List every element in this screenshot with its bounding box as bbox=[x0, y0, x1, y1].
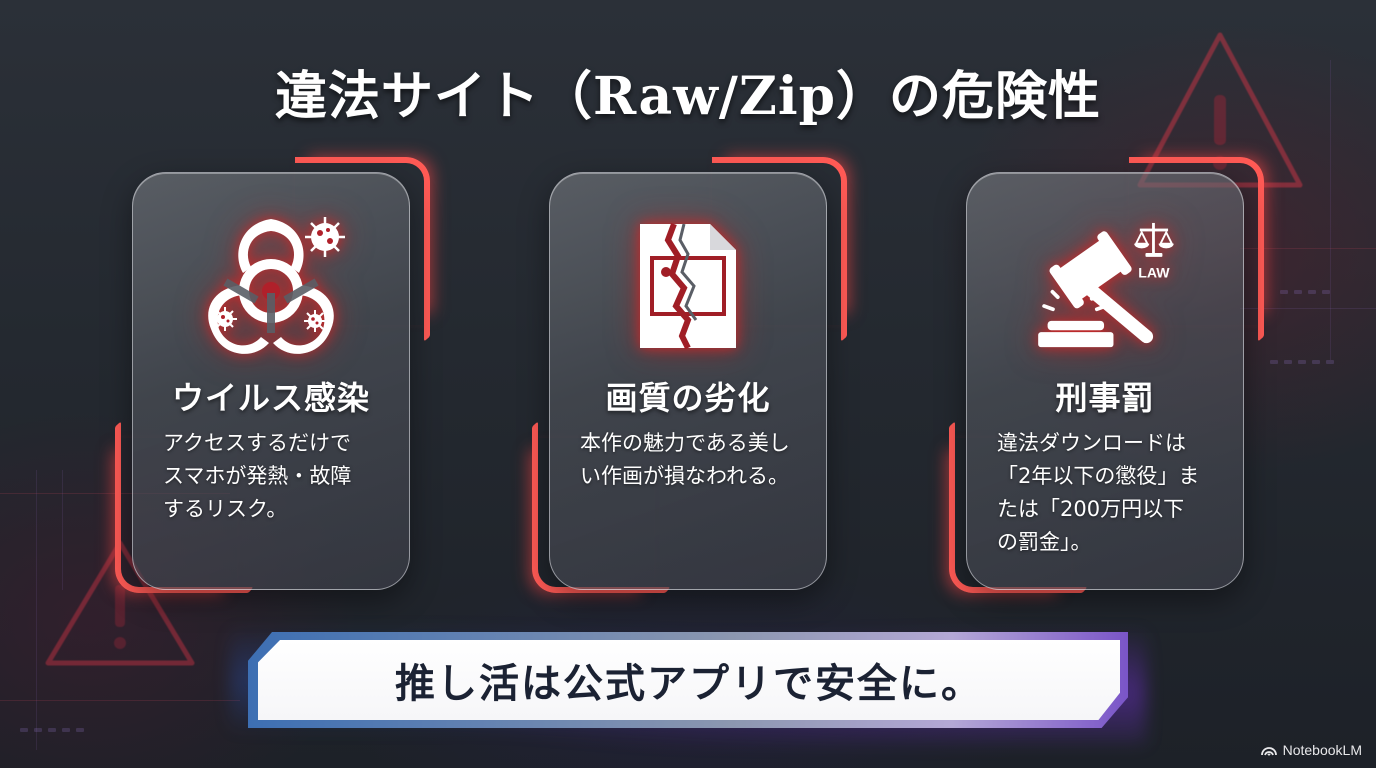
card-bracket-decor bbox=[115, 438, 237, 593]
card-panel: LAW 刑事罰 違法ダウンロードは 「2年以下の懲役」ま たは「200万円以下 … bbox=[966, 172, 1244, 590]
card-description-line: するリスク。 bbox=[163, 497, 288, 521]
card-description-line: 本作の魅力である美し bbox=[580, 431, 790, 455]
gavel-law-icon: LAW bbox=[1025, 211, 1185, 361]
card-description-line: アクセスするだけで bbox=[163, 431, 351, 455]
card-heading: 画質の劣化 bbox=[605, 379, 771, 417]
card-description-line: い作画が損なわれる。 bbox=[580, 464, 789, 488]
cta-banner: 推し活は公式アプリで安全に。 bbox=[258, 640, 1120, 720]
page-title: 違法サイト（Raw/Zip）の危険性 bbox=[275, 66, 1101, 127]
brand-watermark: NotebookLM bbox=[1260, 742, 1362, 758]
card-heading: ウイルス感染 bbox=[171, 379, 370, 417]
notebooklm-logo-icon bbox=[1260, 747, 1277, 756]
card-description: 違法ダウンロードは 「2年以下の懲役」ま たは「200万円以下 の罰金」。 bbox=[997, 427, 1221, 559]
card-description: 本作の魅力である美し い作画が損なわれる。 bbox=[580, 427, 804, 493]
card-heading: 刑事罰 bbox=[1055, 379, 1155, 417]
card-bracket-decor bbox=[295, 157, 430, 325]
card-bracket-decor bbox=[949, 438, 1071, 593]
card-description-line: の罰金」。 bbox=[997, 530, 1092, 554]
card-bracket-decor bbox=[532, 438, 654, 593]
card-description: アクセスするだけで スマホが発熱・故障 するリスク。 bbox=[163, 427, 387, 526]
risk-card-image-quality: 画質の劣化 本作の魅力である美し い作画が損なわれる。 bbox=[527, 150, 857, 600]
cta-text: 推し活は公式アプリで安全に。 bbox=[395, 661, 983, 707]
brand-text: NotebookLM bbox=[1282, 742, 1362, 758]
card-panel: 画質の劣化 本作の魅力である美し い作画が損なわれる。 bbox=[549, 172, 827, 590]
risk-card-virus: ウイルス感染 アクセスするだけで スマホが発熱・故障 するリスク。 bbox=[110, 150, 440, 600]
card-bracket-decor bbox=[712, 157, 847, 325]
card-description-line: たは「200万円以下 bbox=[997, 497, 1185, 521]
biohazard-virus-icon bbox=[191, 211, 351, 361]
card-bracket-decor bbox=[1129, 157, 1264, 325]
card-description-line: スマホが発熱・故障 bbox=[163, 464, 352, 488]
card-panel: ウイルス感染 アクセスするだけで スマホが発熱・故障 するリスク。 bbox=[132, 172, 410, 590]
risk-card-criminal-penalty: LAW 刑事罰 違法ダウンロードは 「2年以下の懲役」ま たは「200万円以下 … bbox=[944, 150, 1274, 600]
broken-image-file-icon bbox=[608, 211, 768, 361]
card-description-line: 違法ダウンロードは bbox=[997, 431, 1186, 455]
law-label: LAW bbox=[1138, 265, 1170, 281]
card-description-line: 「2年以下の懲役」ま bbox=[997, 464, 1200, 488]
